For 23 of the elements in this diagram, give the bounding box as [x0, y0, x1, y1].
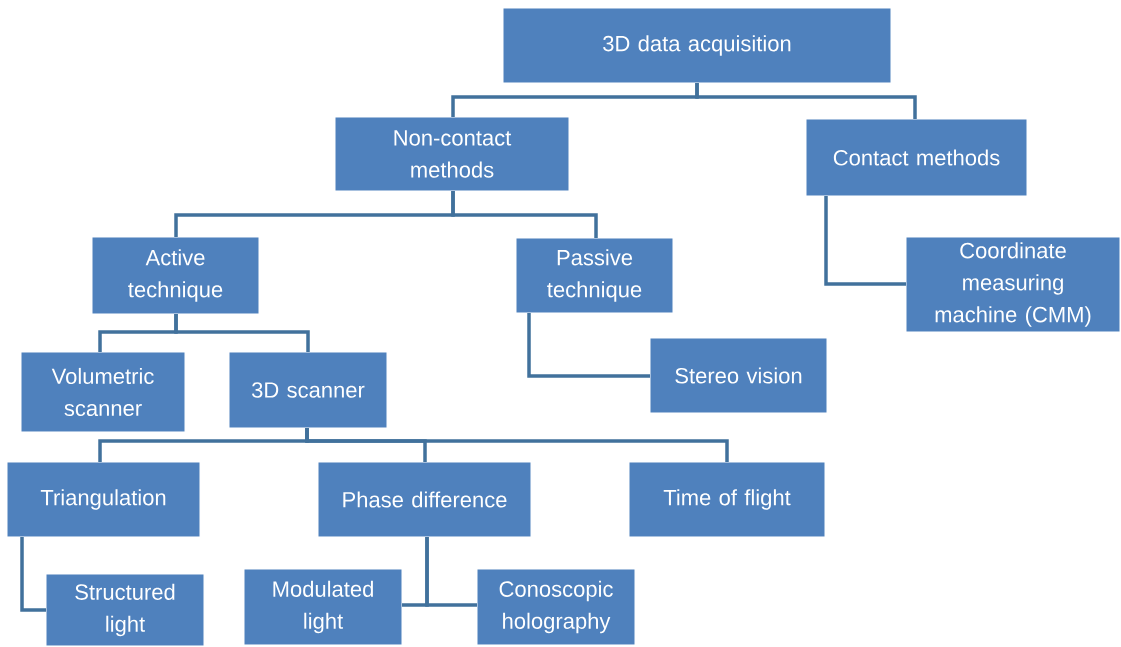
- connector-line: [425, 537, 477, 607]
- process-box: 3D scanner: [228, 351, 388, 429]
- process-box: Time of flight: [628, 461, 826, 538]
- connector-line: [20, 537, 46, 612]
- process-box: Structured light: [45, 573, 205, 647]
- process-box: Non-contact methods: [334, 116, 570, 192]
- process-box: Phase difference: [317, 461, 532, 538]
- connector-line: [527, 313, 650, 378]
- process-box: Passive technique: [515, 237, 674, 314]
- connector-line: [451, 191, 598, 238]
- connector-line: [695, 83, 917, 119]
- process-box: Volumetric scanner: [20, 351, 186, 433]
- process-box: 3D data acquisition: [502, 7, 892, 84]
- process-box: Conoscopic holography: [476, 568, 636, 646]
- process-box: Modulated light: [243, 568, 403, 646]
- process-box: Stereo vision: [649, 337, 828, 414]
- process-box: Triangulation: [6, 461, 201, 538]
- process-box: Coordinate measuring machine (CMM): [905, 236, 1121, 333]
- process-box: Contact methods: [805, 118, 1028, 197]
- connector-line: [305, 428, 729, 462]
- process-box: Active technique: [91, 236, 260, 315]
- connector-line: [824, 196, 906, 286]
- connector-line: [174, 314, 310, 352]
